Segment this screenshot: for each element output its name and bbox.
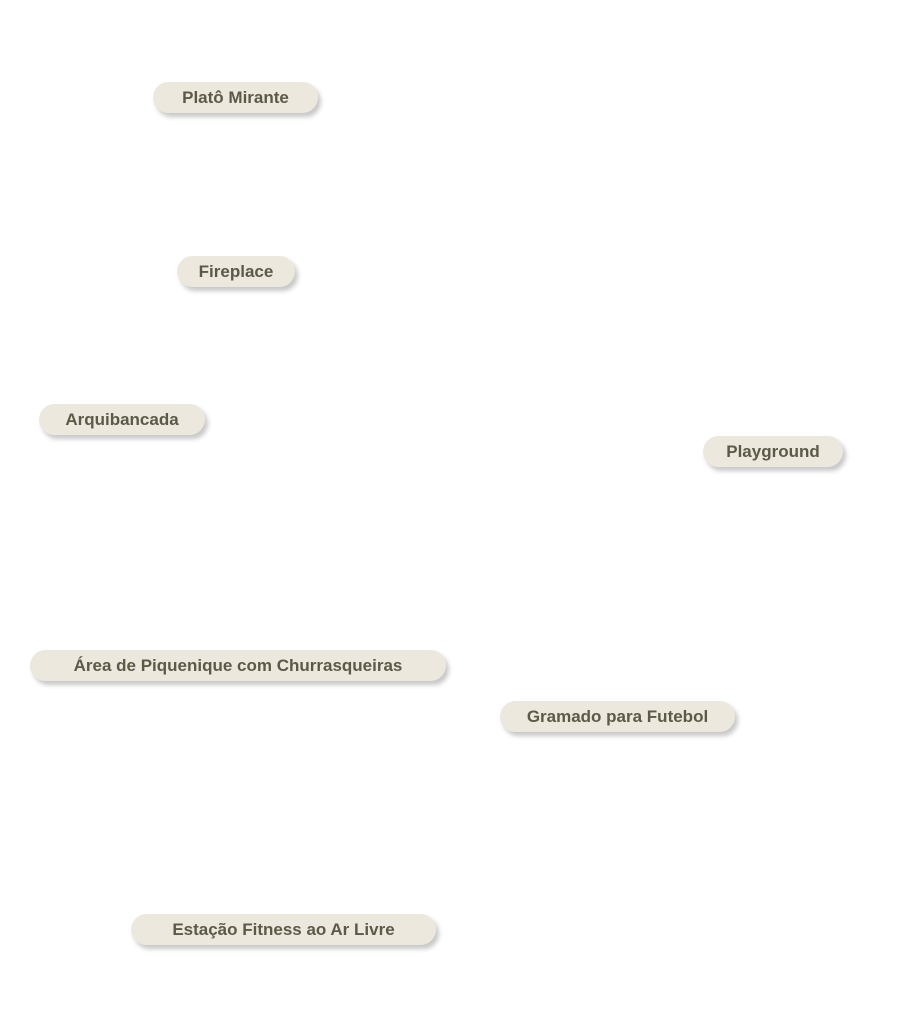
label-estacao-fitness[interactable]: Estação Fitness ao Ar Livre bbox=[131, 914, 436, 945]
label-gramado-futebol[interactable]: Gramado para Futebol bbox=[500, 701, 735, 732]
label-arquibancada[interactable]: Arquibancada bbox=[39, 404, 205, 435]
label-playground[interactable]: Playground bbox=[703, 436, 843, 467]
label-area-piquenique[interactable]: Área de Piquenique com Churrasqueiras bbox=[30, 650, 446, 681]
label-fireplace[interactable]: Fireplace bbox=[177, 256, 295, 287]
label-plato-mirante[interactable]: Platô Mirante bbox=[153, 82, 318, 113]
